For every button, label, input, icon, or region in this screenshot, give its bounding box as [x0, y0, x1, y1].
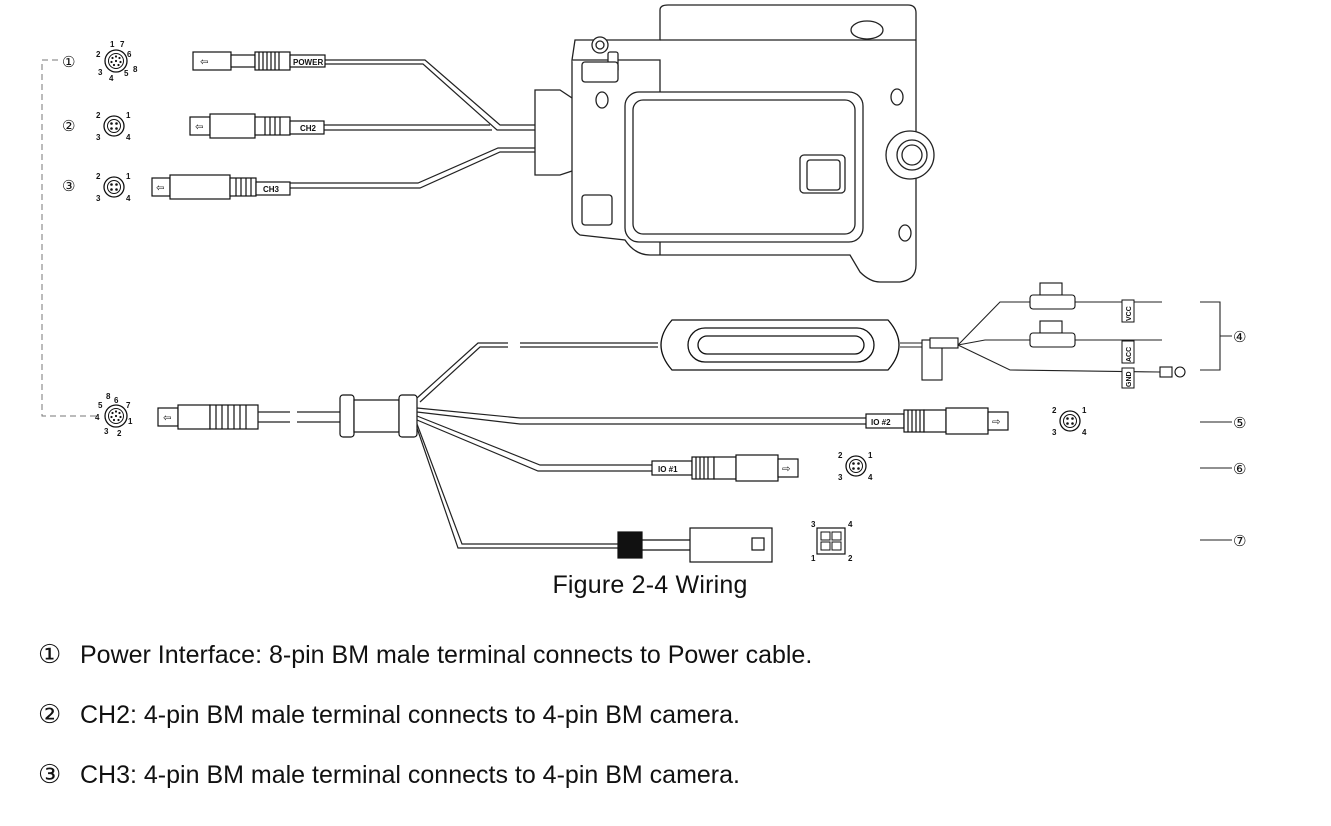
svg-text:2: 2	[96, 172, 101, 181]
svg-text:4: 4	[1082, 428, 1087, 437]
description-3-number: ③	[38, 760, 62, 790]
gnd-label: GND	[1126, 371, 1133, 387]
svg-text:⇦: ⇦	[163, 413, 171, 424]
pinout-8pin-top: 1 7 2 6 3 4 5 8	[96, 40, 138, 83]
svg-text:8: 8	[106, 392, 111, 401]
split-tag	[921, 337, 959, 381]
marker-6: ⑥	[1233, 461, 1246, 478]
power-wire-tags	[1121, 299, 1135, 389]
svg-text:1: 1	[128, 417, 133, 426]
description-2: ② CH2: 4-pin BM male terminal connects to…	[38, 700, 740, 730]
svg-text:6: 6	[127, 50, 132, 59]
svg-text:7: 7	[120, 40, 125, 49]
svg-text:1: 1	[811, 554, 816, 563]
power-label: POWER	[293, 58, 323, 67]
svg-text:⇦: ⇦	[200, 57, 208, 68]
description-3-text: CH3: 4-pin BM male terminal connects to …	[80, 761, 740, 789]
main-cable	[258, 411, 340, 423]
svg-text:⇦: ⇦	[195, 122, 203, 133]
io1-label: IO #1	[658, 465, 678, 474]
svg-text:3: 3	[98, 68, 103, 77]
pinout-4pin-ch2: 2 1 3 4	[96, 111, 131, 142]
svg-text:3: 3	[1052, 428, 1057, 437]
aux-molex-connector	[617, 527, 773, 563]
device-body	[534, 4, 935, 283]
svg-text:2: 2	[96, 50, 101, 59]
marker-4: ④	[1233, 329, 1246, 346]
svg-text:6: 6	[114, 396, 119, 405]
description-2-number: ②	[38, 700, 62, 730]
pinout-8pin-bottom: 8 6 5 7 4 1 3 2	[95, 392, 133, 438]
marker-7: ⑦	[1233, 533, 1246, 550]
vcc-label: VCC	[1126, 306, 1133, 321]
marker-5: ⑤	[1233, 415, 1246, 432]
bracket-4	[1200, 301, 1232, 371]
right-leaders	[1200, 421, 1232, 541]
svg-text:2: 2	[1052, 406, 1057, 415]
acc-label: ACC	[1126, 347, 1133, 362]
svg-text:4: 4	[126, 133, 131, 142]
pinout-4pin-io2: 2 1 3 4	[1052, 406, 1087, 437]
cable-splitter	[339, 394, 418, 438]
pinout-4pin-ch3: 2 1 3 4	[96, 172, 131, 203]
branch-cables	[416, 342, 905, 549]
ch2-connector: ⇦	[189, 113, 325, 139]
ground-ring-terminal	[1159, 366, 1186, 378]
svg-text:4: 4	[126, 194, 131, 203]
figure-caption: Figure 2-4 Wiring	[552, 571, 748, 599]
power-connector: ⇦	[192, 51, 326, 71]
marker-2: ②	[62, 118, 75, 135]
marker-1: ①	[62, 54, 75, 71]
marker-3: ③	[62, 178, 75, 195]
svg-text:2: 2	[838, 451, 843, 460]
svg-text:3: 3	[96, 133, 101, 142]
svg-text:7: 7	[126, 401, 131, 410]
svg-text:1: 1	[126, 111, 131, 120]
svg-text:4: 4	[109, 74, 114, 83]
svg-text:1: 1	[868, 451, 873, 460]
description-1-number: ①	[38, 640, 62, 670]
svg-text:5: 5	[98, 401, 103, 410]
svg-text:⇦: ⇦	[156, 183, 164, 194]
dashed-link	[41, 59, 100, 417]
top-harness-cables	[290, 59, 540, 189]
acc-fuse	[1029, 320, 1076, 348]
svg-text:⇨: ⇨	[782, 464, 790, 475]
svg-text:3: 3	[96, 194, 101, 203]
io1-connector: ⇨	[651, 454, 799, 482]
svg-text:3: 3	[811, 520, 816, 529]
svg-text:1: 1	[126, 172, 131, 181]
svg-text:3: 3	[104, 427, 109, 436]
svg-text:1: 1	[1082, 406, 1087, 415]
svg-text:1: 1	[110, 40, 115, 49]
ch2-label: CH2	[300, 124, 317, 133]
description-1-text: Power Interface: 8-pin BM male terminal …	[80, 641, 813, 669]
svg-text:4: 4	[868, 473, 873, 482]
svg-text:4: 4	[848, 520, 853, 529]
svg-text:2: 2	[117, 429, 122, 438]
svg-text:⇨: ⇨	[992, 417, 1000, 428]
vcc-fuse	[1029, 282, 1076, 310]
svg-text:2: 2	[96, 111, 101, 120]
ch3-connector: ⇦	[151, 174, 291, 200]
pinout-4pin-io1: 2 1 3 4	[838, 451, 873, 482]
svg-text:4: 4	[95, 413, 100, 422]
description-1: ① Power Interface: 8-pin BM male terminal…	[38, 640, 812, 670]
ch3-label: CH3	[263, 185, 280, 194]
svg-text:3: 3	[838, 473, 843, 482]
pinout-square-4pin: 3 4 1 2	[811, 520, 853, 563]
svg-text:5: 5	[124, 69, 129, 78]
main-harness-connector: ⇦	[157, 404, 259, 430]
inline-fuse-box	[660, 319, 900, 371]
description-3: ③ CH3: 4-pin BM male terminal connects to…	[38, 760, 740, 790]
description-2-text: CH2: 4-pin BM male terminal connects to …	[80, 701, 740, 729]
svg-text:8: 8	[133, 65, 138, 74]
io2-connector: ⇨	[865, 407, 1009, 435]
svg-text:2: 2	[848, 554, 853, 563]
io2-label: IO #2	[871, 418, 891, 427]
